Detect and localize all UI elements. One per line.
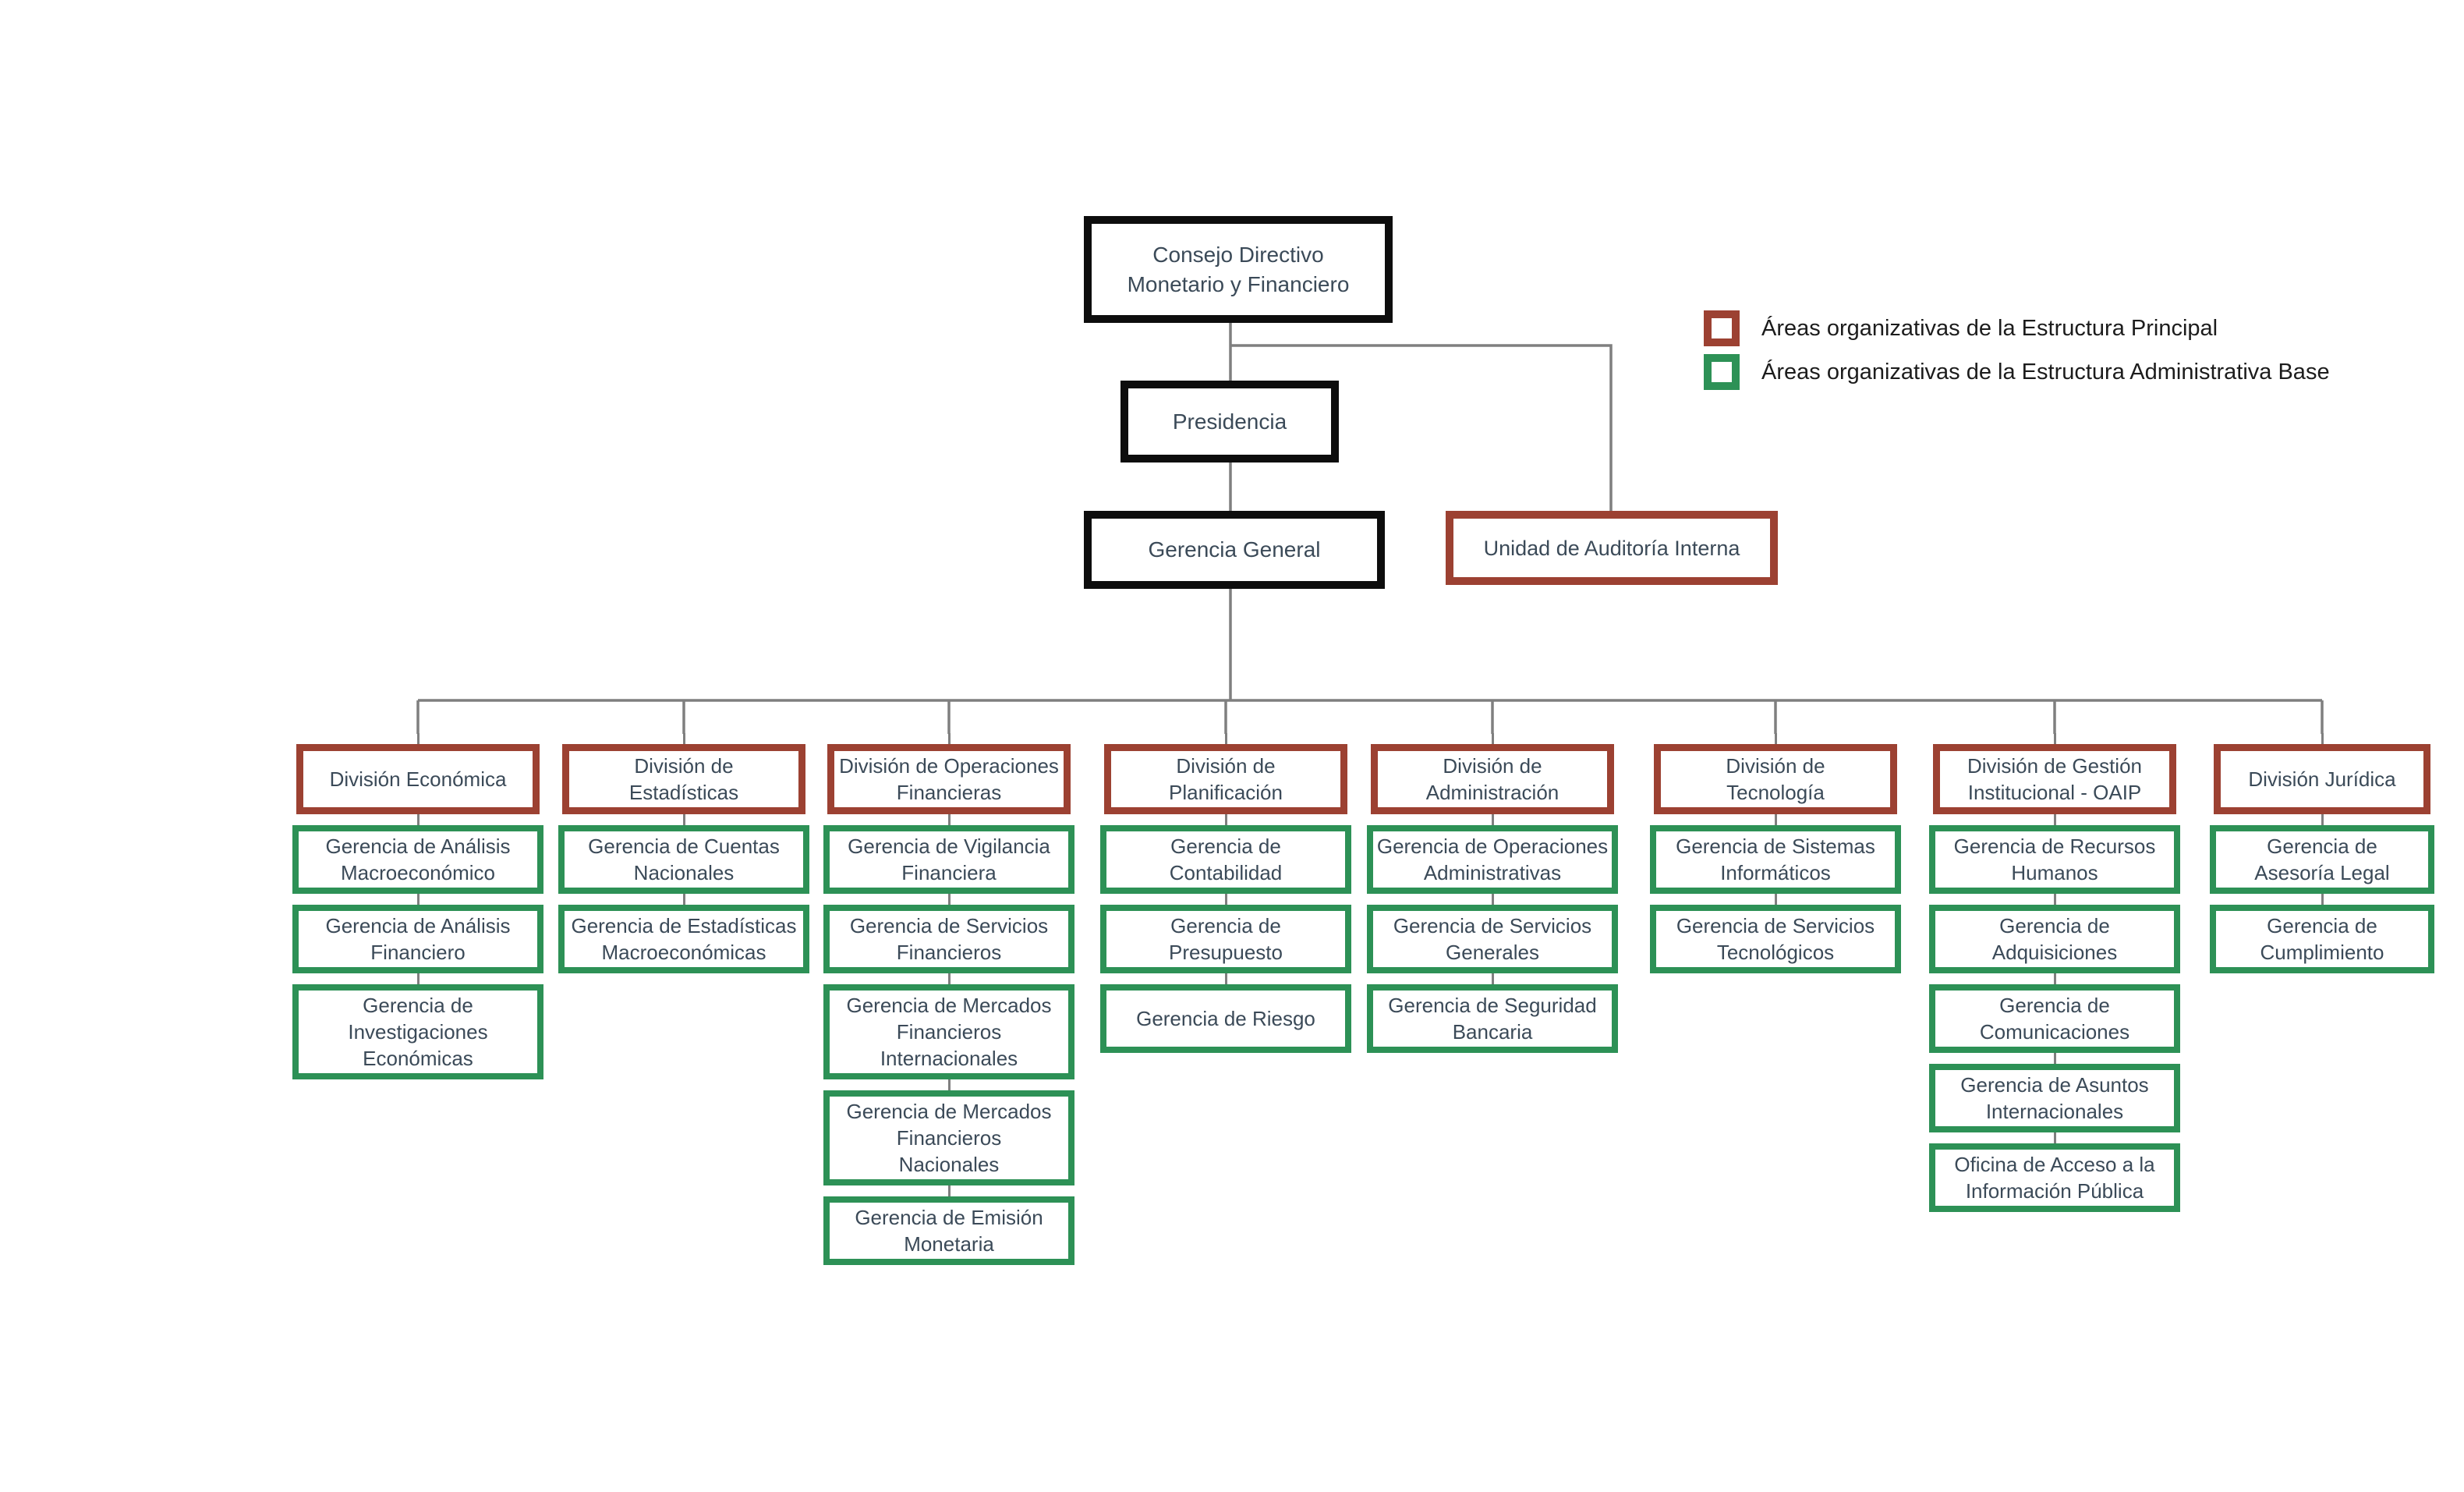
column-division-juridica: División Jurídica Gerencia de Asesoría L… [2210,733,2434,973]
gerencia-box-servicios-financieros: Gerencia de Servicios Financieros [823,905,1074,973]
gerencia-box-riesgo: Gerencia de Riesgo [1100,984,1351,1053]
column-division-estadisticas: División de Estadísticas Gerencia de Cue… [558,733,809,973]
division-box-operaciones-financieras: División de Operaciones Financieras [827,744,1071,814]
division-box-administracion: División de Administración [1371,744,1614,814]
gerencia-box-asesoria-legal: Gerencia de Asesoría Legal [2210,825,2434,894]
gerencia-box-operaciones-administrativas: Gerencia de Operaciones Administrativas [1367,825,1618,894]
column-division-administracion: División de Administración Gerencia de O… [1367,733,1618,1053]
legend-swatch-principal [1704,310,1740,346]
division-box-estadisticas: División de Estadísticas [562,744,805,814]
column-division-gestion-institucional: División de Gestión Institucional - OAIP… [1929,733,2180,1212]
gerencia-box-servicios-generales: Gerencia de Servicios Generales [1367,905,1618,973]
gerencia-box-servicios-tecnologicos: Gerencia de Servicios Tecnológicos [1650,905,1901,973]
legend-label-base: Áreas organizativas de la Estructura Adm… [1761,359,2330,385]
org-box-unidad-auditoria-interna: Unidad de Auditoría Interna [1446,511,1778,585]
gerencia-box-sistemas-informaticos: Gerencia de Sistemas Informáticos [1650,825,1901,894]
gerencia-box-vigilancia-financiera: Gerencia de Vigilancia Financiera [823,825,1074,894]
legend-row-principal: Áreas organizativas de la Estructura Pri… [1704,310,2330,346]
gerencia-box-mercados-financieros-nacionales: Gerencia de Mercados Financieros Naciona… [823,1090,1074,1185]
column-division-planificacion: División de Planificación Gerencia de Co… [1100,733,1351,1053]
division-box-economica: División Económica [296,744,540,814]
org-box-consejo-directivo: Consejo Directivo Monetario y Financiero [1084,216,1393,323]
gerencia-box-contabilidad: Gerencia de Contabilidad [1100,825,1351,894]
gerencia-box-presupuesto: Gerencia de Presupuesto [1100,905,1351,973]
gerencia-box-estadisticas-macroeconomicas: Gerencia de Estadísticas Macroeconómicas [558,905,809,973]
gerencia-box-analisis-financiero: Gerencia de Análisis Financiero [292,905,543,973]
legend: Áreas organizativas de la Estructura Pri… [1704,310,2330,398]
legend-swatch-base [1704,354,1740,390]
column-division-operaciones-financieras: División de Operaciones Financieras Gere… [823,733,1074,1265]
org-box-presidencia: Presidencia [1120,381,1339,462]
legend-label-principal: Áreas organizativas de la Estructura Pri… [1761,315,2218,341]
gerencia-box-investigaciones-economicas: Gerencia de Investigaciones Económicas [292,984,543,1079]
column-division-tecnologia: División de Tecnología Gerencia de Siste… [1650,733,1901,973]
gerencia-box-comunicaciones: Gerencia de Comunicaciones [1929,984,2180,1053]
gerencia-box-adquisiciones: Gerencia de Adquisiciones [1929,905,2180,973]
gerencia-box-cuentas-nacionales: Gerencia de Cuentas Nacionales [558,825,809,894]
division-box-juridica: División Jurídica [2214,744,2430,814]
gerencia-box-seguridad-bancaria: Gerencia de Seguridad Bancaria [1367,984,1618,1053]
org-box-gerencia-general: Gerencia General [1084,511,1385,589]
gerencia-box-asuntos-internacionales: Gerencia de Asuntos Internacionales [1929,1064,2180,1132]
division-box-gestion-institucional-oaip: División de Gestión Institucional - OAIP [1933,744,2176,814]
legend-row-base: Áreas organizativas de la Estructura Adm… [1704,354,2330,390]
column-division-economica: División Económica Gerencia de Análisis … [292,733,543,1079]
division-box-tecnologia: División de Tecnología [1654,744,1897,814]
gerencia-box-mercados-financieros-internacionales: Gerencia de Mercados Financieros Interna… [823,984,1074,1079]
oficina-box-acceso-informacion-publica: Oficina de Acceso a la Información Públi… [1929,1143,2180,1212]
gerencia-box-analisis-macroeconomico: Gerencia de Análisis Macroeconómico [292,825,543,894]
gerencia-box-emision-monetaria: Gerencia de Emisión Monetaria [823,1196,1074,1265]
gerencia-box-recursos-humanos: Gerencia de Recursos Humanos [1929,825,2180,894]
gerencia-box-cumplimiento: Gerencia de Cumplimiento [2210,905,2434,973]
division-box-planificacion: División de Planificación [1104,744,1347,814]
